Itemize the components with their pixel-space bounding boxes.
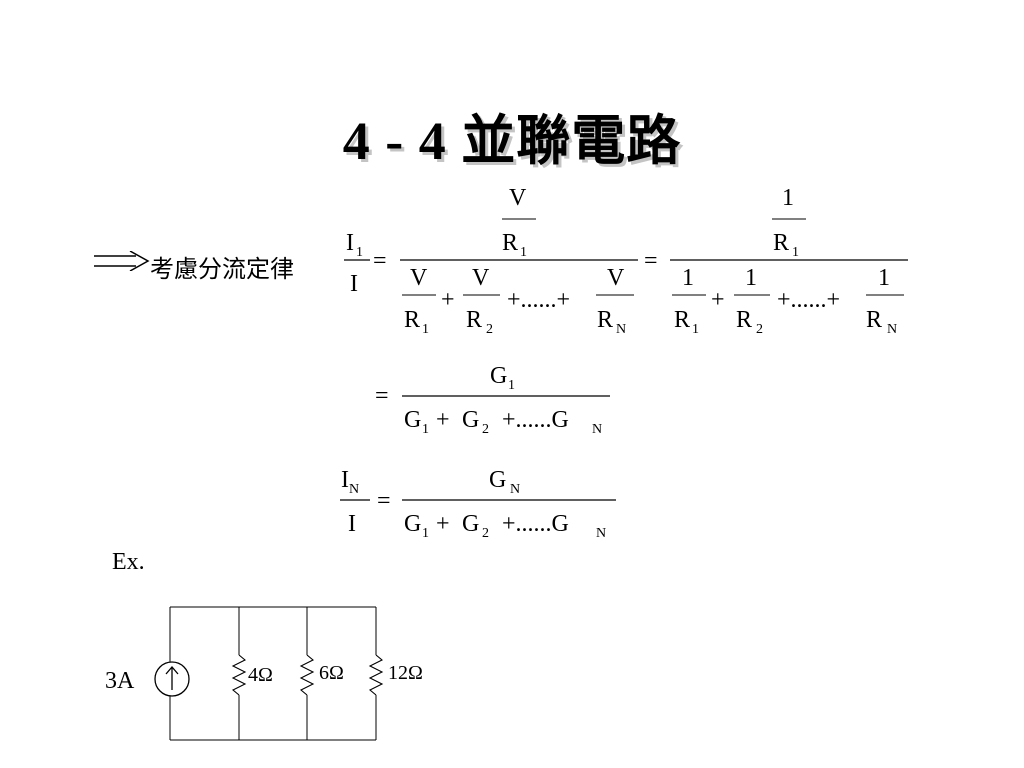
current-divider-rule-label: 考慮分流定律 [150,255,294,283]
slide-title: 4 - 4 並聯電路 [342,111,682,171]
svg-text:V: V [472,265,490,291]
svg-text:R: R [466,307,482,333]
svg-text:=: = [373,248,387,274]
svg-text:R: R [866,307,882,333]
svg-text:1: 1 [692,322,699,337]
current-source-icon [154,661,190,697]
example-label: Ex. [112,549,145,575]
svg-text:+......G: +......G [502,407,569,433]
svg-text:1: 1 [782,185,794,211]
svg-text:1: 1 [792,245,799,260]
svg-text:V: V [509,185,527,211]
svg-text:1: 1 [508,378,515,393]
svg-text:N: N [887,322,897,337]
svg-text:+......G: +......G [502,511,569,537]
svg-text:I: I [348,511,356,537]
resistor-4ohm-icon [231,654,247,696]
resistor-12ohm-icon [368,654,384,696]
svg-text:N: N [510,482,520,497]
svg-text:R: R [674,307,690,333]
resistor-label-1: 4Ω [248,664,273,686]
svg-text:R: R [597,307,613,333]
svg-text:1: 1 [356,245,363,260]
svg-text:G: G [404,407,421,433]
svg-text:I: I [350,271,358,297]
svg-text:G: G [489,467,506,493]
svg-text:=: = [644,248,658,274]
source-current-label: 3A [105,668,135,694]
svg-text:R: R [773,230,789,256]
svg-text:2: 2 [756,322,763,337]
svg-text:I: I [341,467,349,493]
svg-text:1: 1 [422,422,429,437]
svg-text:+......+: +......+ [777,287,840,313]
svg-text:I: I [346,230,354,256]
svg-text:1: 1 [520,245,527,260]
svg-text:2: 2 [486,322,493,337]
svg-text:N: N [616,322,626,337]
svg-text:1: 1 [422,322,429,337]
svg-text:+......+: +......+ [507,287,570,313]
svg-text:R: R [404,307,420,333]
svg-text:G: G [462,407,479,433]
svg-text:N: N [349,482,359,497]
svg-text:+: + [711,287,725,313]
svg-text:R: R [736,307,752,333]
svg-text:N: N [592,422,602,437]
svg-text:1: 1 [422,526,429,541]
svg-text:2: 2 [482,526,489,541]
svg-text:N: N [596,526,606,541]
parallel-circuit-diagram: 3A 4Ω 6Ω 12Ω [105,606,423,741]
svg-text:1: 1 [878,265,890,291]
svg-text:1: 1 [682,265,694,291]
svg-text:1: 1 [745,265,757,291]
svg-text:G: G [462,511,479,537]
resistor-label-3: 12Ω [388,662,423,684]
resistor-6ohm-icon [299,654,315,696]
svg-text:G: G [404,511,421,537]
svg-text:G: G [490,363,507,389]
svg-text:+: + [436,407,450,433]
svg-text:+: + [441,287,455,313]
svg-text:=: = [375,383,389,409]
svg-text:2: 2 [482,422,489,437]
resistor-label-2: 6Ω [319,662,344,684]
svg-text:=: = [377,488,391,514]
svg-text:V: V [410,265,428,291]
svg-text:+: + [436,511,450,537]
svg-text:R: R [502,230,518,256]
implies-arrow-icon [94,251,150,271]
svg-text:V: V [607,265,625,291]
